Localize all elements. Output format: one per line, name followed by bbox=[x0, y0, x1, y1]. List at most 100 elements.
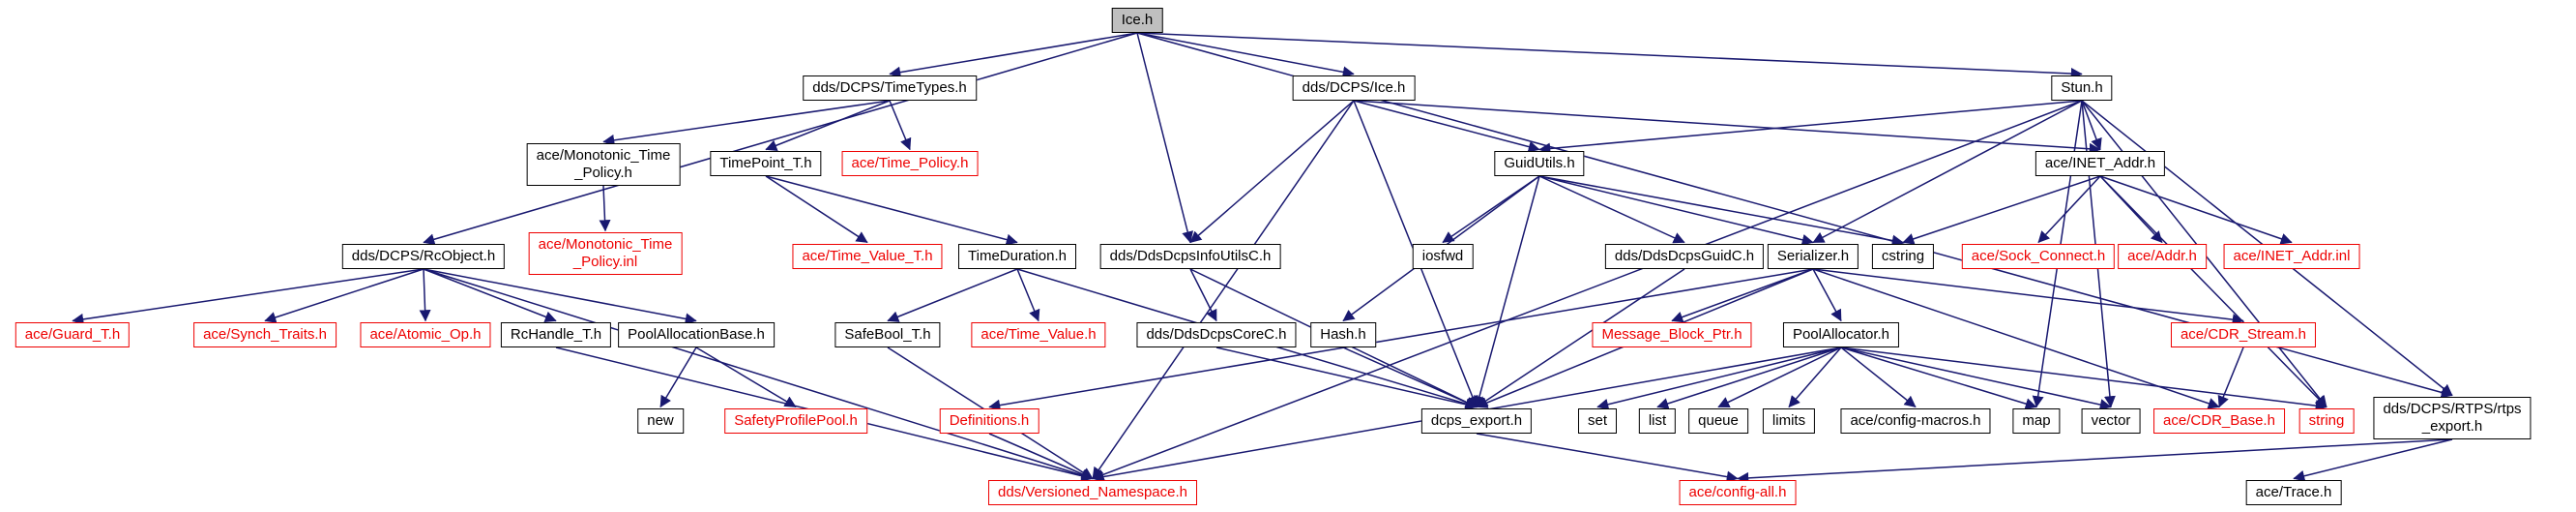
include-edge-poolalloc-to-set bbox=[1596, 346, 1842, 410]
graph-node-set[interactable]: set bbox=[1577, 408, 1618, 434]
include-edge-rcobject-to-guard_t bbox=[72, 268, 424, 325]
graph-node-config_all: ace/config-all.h bbox=[1679, 480, 1797, 505]
graph-node-hash[interactable]: Hash.h bbox=[1310, 322, 1376, 347]
graph-node-time_policy: ace/Time_Policy.h bbox=[841, 151, 979, 176]
include-edge-guidutils-to-dcps_export bbox=[1474, 175, 1540, 408]
graph-node-rchandle[interactable]: RcHandle_T.h bbox=[500, 322, 612, 347]
include-edge-timetypes-to-timepoint bbox=[765, 100, 891, 151]
include-edge-timetypes-to-time_policy bbox=[889, 100, 912, 151]
include-edge-stun-to-versioned bbox=[1092, 100, 2083, 481]
include-edge-ice-to-stun bbox=[1136, 32, 2083, 80]
include-edge-rtps_export-to-config_all bbox=[1737, 438, 2453, 484]
graph-node-list[interactable]: list bbox=[1638, 408, 1677, 434]
graph-node-cdr_stream: ace/CDR_Stream.h bbox=[2170, 322, 2317, 347]
include-edge-guidutils-to-serializer bbox=[1538, 175, 1814, 246]
include-edge-stun-to-guidutils bbox=[1538, 100, 2083, 155]
graph-node-inet_addr_inl: ace/INET_Addr.inl bbox=[2223, 244, 2360, 269]
include-edge-ice-to-timetypes bbox=[889, 32, 1138, 78]
graph-node-synch_traits: ace/Synch_Traits.h bbox=[193, 322, 337, 347]
include-edge-serializer-to-poolalloc bbox=[1812, 268, 1842, 322]
graph-node-config_macros[interactable]: ace/config-macros.h bbox=[1840, 408, 1991, 434]
include-edge-dcps_ice-to-versioned bbox=[1092, 100, 1355, 480]
include-edge-inet_addr-to-inet_addr_inl bbox=[2099, 175, 2293, 245]
include-edge-timeduration-to-time_value bbox=[1016, 268, 1040, 322]
graph-node-infoutils[interactable]: dds/DdsDcpsInfoUtilsC.h bbox=[1099, 244, 1281, 269]
graph-node-timeduration[interactable]: TimeDuration.h bbox=[958, 244, 1076, 269]
graph-node-guard_t: ace/Guard_T.h bbox=[15, 322, 131, 347]
graph-node-serializer[interactable]: Serializer.h bbox=[1767, 244, 1859, 269]
include-edge-inet_addr-to-string bbox=[2099, 175, 2327, 408]
include-edge-cdr_stream-to-cdr_base bbox=[2217, 346, 2244, 408]
include-edge-stun-to-serializer bbox=[1812, 100, 2083, 244]
include-edge-rcobject-to-rchandle bbox=[423, 268, 557, 322]
graph-node-safebool[interactable]: SafeBool_T.h bbox=[834, 322, 941, 347]
include-edge-infoutils-to-corec bbox=[1189, 268, 1217, 322]
graph-node-monotonic_inl: ace/Monotonic_Time _Policy.inl bbox=[528, 232, 683, 275]
graph-node-iosfwd[interactable]: iosfwd bbox=[1412, 244, 1474, 269]
graph-node-addr: ace/Addr.h bbox=[2118, 244, 2207, 269]
include-edge-rcobject-to-atomic_op bbox=[419, 268, 431, 322]
graph-node-sock_connect: ace/Sock_Connect.h bbox=[1961, 244, 2116, 269]
graph-node-timetypes[interactable]: dds/DCPS/TimeTypes.h bbox=[803, 75, 977, 101]
graph-node-new[interactable]: new bbox=[637, 408, 684, 434]
graph-node-definitions: Definitions.h bbox=[939, 408, 1039, 434]
include-edge-serializer-to-cdr_stream bbox=[1812, 268, 2244, 326]
graph-node-cstring[interactable]: cstring bbox=[1871, 244, 1935, 269]
include-edge-ice-to-rcobject bbox=[423, 32, 1138, 246]
include-edge-serializer-to-definitions bbox=[988, 268, 1814, 411]
graph-node-cdr_base: ace/CDR_Base.h bbox=[2153, 408, 2285, 434]
graph-node-corec[interactable]: dds/DdsDcpsCoreC.h bbox=[1136, 322, 1297, 347]
include-edge-poolalloc-to-limits bbox=[1788, 346, 1842, 408]
graph-node-inet_addr[interactable]: ace/INET_Addr.h bbox=[2034, 151, 2166, 176]
graph-node-timepoint[interactable]: TimePoint_T.h bbox=[710, 151, 822, 176]
graph-node-monotonic_h[interactable]: ace/Monotonic_Time _Policy.h bbox=[526, 143, 681, 186]
graph-node-guidc[interactable]: dds/DdsDcpsGuidC.h bbox=[1604, 244, 1765, 269]
include-edge-guidc-to-dcps_export bbox=[1476, 268, 1685, 408]
include-edge-poolalloc-to-queue bbox=[1717, 346, 1842, 408]
include-edge-definitions-to-versioned bbox=[988, 433, 1094, 480]
graph-node-queue[interactable]: queue bbox=[1688, 408, 1748, 434]
include-edge-dcps_ice-to-inet_addr bbox=[1353, 100, 2101, 155]
include-edge-rtps_export-to-trace bbox=[2293, 438, 2453, 482]
include-edge-inet_addr-to-sock_connect bbox=[2037, 175, 2101, 244]
graph-node-stun[interactable]: Stun.h bbox=[2051, 75, 2113, 101]
include-edge-poolallocbase-to-safetypool bbox=[695, 346, 797, 408]
include-edge-rcobject-to-versioned bbox=[423, 268, 1094, 481]
graph-node-map[interactable]: map bbox=[2012, 408, 2061, 434]
include-edge-ice-to-dcps_ice bbox=[1136, 32, 1355, 78]
include-edge-timepoint-to-timeduration bbox=[765, 175, 1018, 246]
graph-node-poolallocbase[interactable]: PoolAllocationBase.h bbox=[618, 322, 775, 347]
graph-node-poolalloc[interactable]: PoolAllocator.h bbox=[1782, 322, 1900, 347]
include-edge-poolalloc-to-map bbox=[1840, 346, 2037, 409]
include-edge-guidutils-to-cstring bbox=[1538, 175, 1904, 247]
graph-node-safetypool: SafetyProfilePool.h bbox=[724, 408, 867, 434]
include-edge-monotonic_h-to-monotonic_inl bbox=[599, 185, 611, 232]
graph-node-time_value_t: ace/Time_Value_T.h bbox=[792, 244, 943, 269]
graph-node-rcobject[interactable]: dds/DCPS/RcObject.h bbox=[341, 244, 506, 269]
graph-node-dcps_ice[interactable]: dds/DCPS/Ice.h bbox=[1292, 75, 1416, 101]
include-edge-stun-to-inet_addr bbox=[2081, 100, 2102, 151]
graph-node-limits[interactable]: limits bbox=[1762, 408, 1816, 434]
include-edge-rcobject-to-poolallocbase bbox=[423, 268, 697, 325]
graph-node-rtps_export[interactable]: dds/DCPS/RTPS/rtps _export.h bbox=[2373, 397, 2532, 439]
include-edge-dcps_ice-to-infoutils bbox=[1189, 100, 1355, 244]
graph-node-trace[interactable]: ace/Trace.h bbox=[2245, 480, 2342, 505]
graph-node-guidutils[interactable]: GuidUtils.h bbox=[1494, 151, 1585, 176]
graph-node-dcps_export[interactable]: dcps_export.h bbox=[1420, 408, 1533, 434]
include-edge-timetypes-to-monotonic_h bbox=[602, 100, 891, 146]
include-edge-serializer-to-cdr_base bbox=[1812, 268, 2220, 409]
include-edge-poolalloc-to-string bbox=[1840, 346, 2327, 412]
include-edge-poolalloc-to-vector bbox=[1840, 346, 2112, 410]
include-edge-poolalloc-to-config_macros bbox=[1840, 346, 1917, 408]
graph-node-string: string bbox=[2298, 408, 2355, 434]
include-edge-guidutils-to-guidc bbox=[1538, 175, 1685, 244]
graph-node-mbptr: Message_Block_Ptr.h bbox=[1592, 322, 1752, 347]
include-edge-rcobject-to-synch_traits bbox=[264, 268, 424, 323]
include-edge-timeduration-to-safebool bbox=[887, 268, 1018, 322]
include-edge-poolalloc-to-list bbox=[1656, 346, 1842, 409]
include-edge-poolallocbase-to-new bbox=[659, 346, 697, 408]
graph-node-vector[interactable]: vector bbox=[2081, 408, 2141, 434]
graph-node-atomic_op: ace/Atomic_Op.h bbox=[360, 322, 491, 347]
include-edge-corec-to-dcps_export bbox=[1215, 346, 1478, 410]
